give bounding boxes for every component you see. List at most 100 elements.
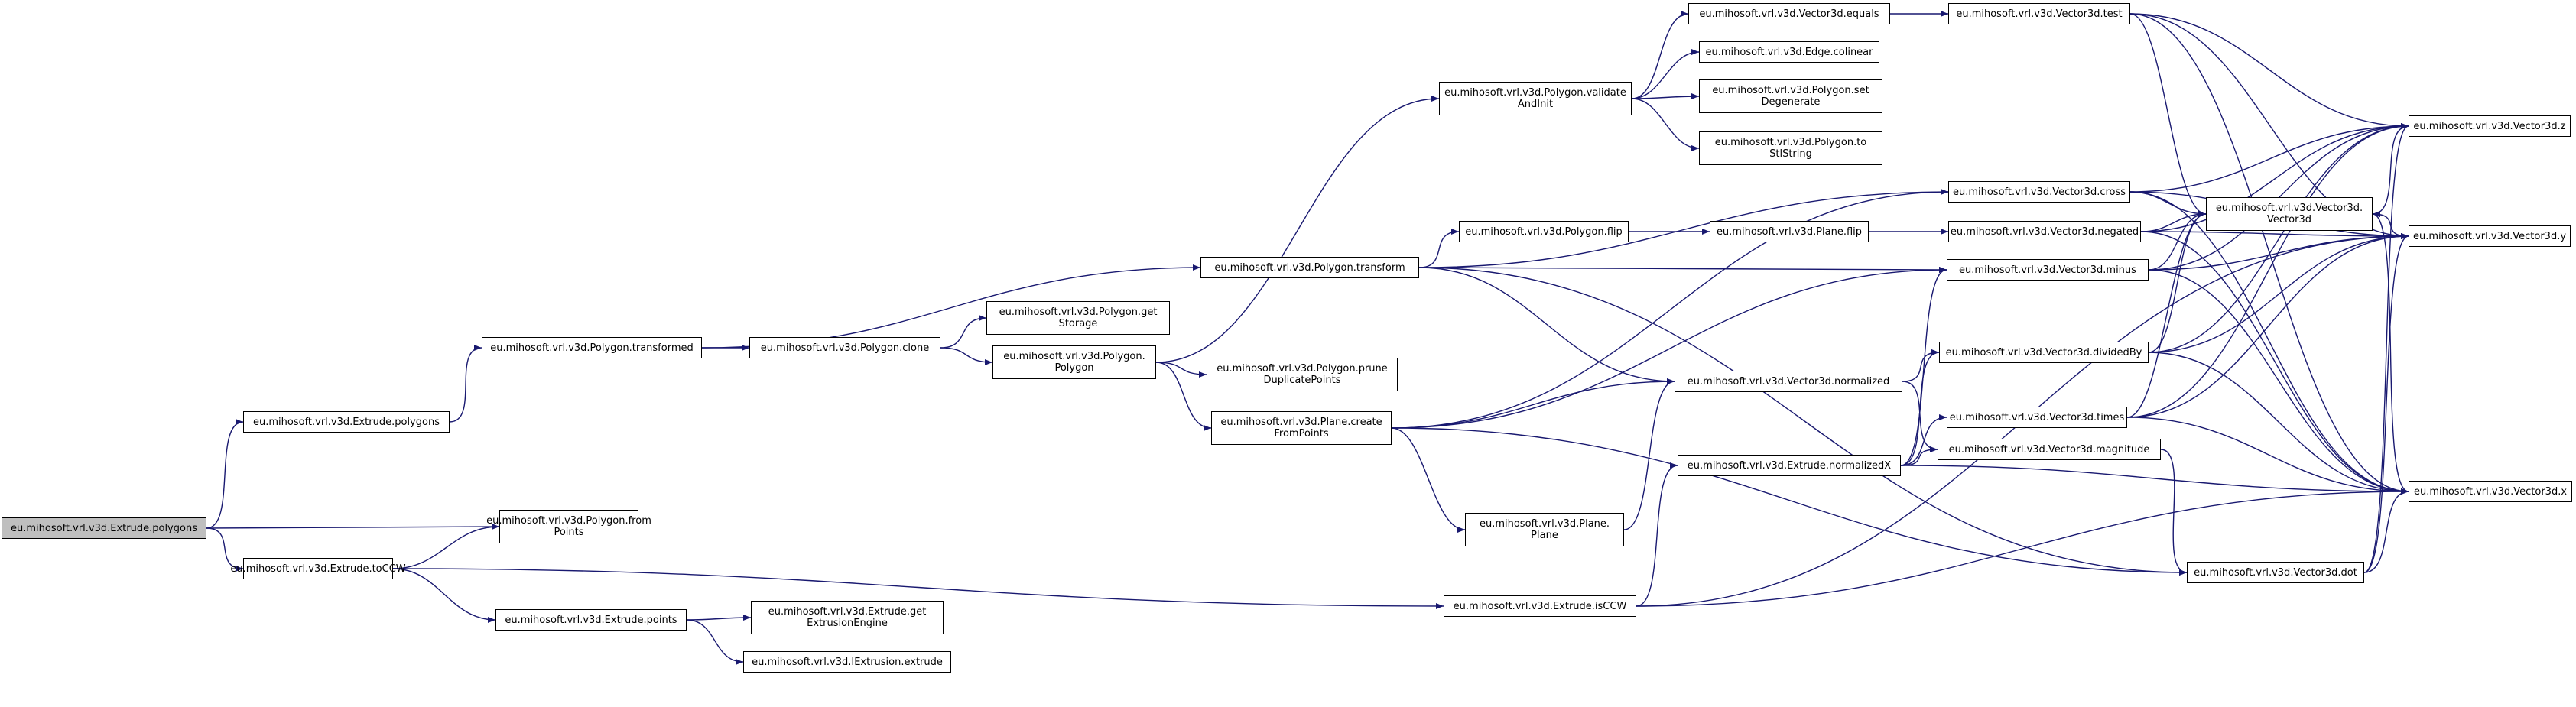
edge-negated-to-vx xyxy=(2140,231,2409,495)
edge-dividedBy-to-vy xyxy=(2148,233,2409,353)
edges-layer xyxy=(206,11,2409,665)
node-createFromPoints[interactable]: eu.mihosoft.vrl.v3d.Plane.create FromPoi… xyxy=(1211,411,1392,445)
edge-createFromPoints-to-cross xyxy=(1391,189,1949,429)
node-normalized[interactable]: eu.mihosoft.vrl.v3d.Vector3d.normalized xyxy=(1675,371,1902,392)
node-vy[interactable]: eu.mihosoft.vrl.v3d.Vector3d.y xyxy=(2409,225,2571,247)
edge-poly_ctor-to-prune xyxy=(1155,362,1207,378)
edge-isCCW-to-vx xyxy=(1636,488,2409,607)
node-negated[interactable]: eu.mihosoft.vrl.v3d.Vector3d.negated xyxy=(1948,221,2141,242)
edge-validate-to-equals xyxy=(1631,11,1689,99)
edge-negated-to-vy xyxy=(2140,231,2409,239)
node-root: eu.mihosoft.vrl.v3d.Extrude.polygons xyxy=(2,517,206,539)
node-points[interactable]: eu.mihosoft.vrl.v3d.Extrude.points xyxy=(495,609,687,631)
edge-normalizedX-to-dividedBy xyxy=(1900,349,1940,466)
edge-dot-to-vx xyxy=(2363,488,2409,573)
edge-points-to-iextrude xyxy=(686,619,744,665)
edge-minus-to-vy xyxy=(2148,233,2409,271)
edge-toCCW-to-points xyxy=(392,568,496,623)
edge-isCCW-to-normalizedX xyxy=(1636,462,1678,607)
edge-transform-to-dot xyxy=(1418,267,2188,576)
edge-normalizedX-to-vx xyxy=(1900,465,2409,495)
edge-normalizedX-to-times xyxy=(1900,414,1947,466)
edge-vz-to-vec_ctor xyxy=(2372,125,2409,217)
node-iextrude[interactable]: eu.mihosoft.vrl.v3d.IExtrusion.extrude xyxy=(743,651,951,673)
edge-test-to-vz xyxy=(2129,13,2409,129)
edge-root-to-toCCW xyxy=(206,527,244,572)
edge-times-to-vz xyxy=(2126,123,2409,418)
node-setDegenerate[interactable]: eu.mihosoft.vrl.v3d.Polygon.set Degenera… xyxy=(1699,79,1882,113)
edge-createFromPoints-to-minus xyxy=(1391,267,1947,429)
edge-toCCW-to-isCCW xyxy=(392,568,1444,609)
edge-root-to-poly_fromPoints xyxy=(206,524,500,530)
node-vx[interactable]: eu.mihosoft.vrl.v3d.Vector3d.x xyxy=(2409,481,2572,502)
node-transformed[interactable]: eu.mihosoft.vrl.v3d.Polygon.transformed xyxy=(482,337,702,358)
edge-points-to-getExtrusionEngine xyxy=(686,615,752,621)
node-colinear[interactable]: eu.mihosoft.vrl.v3d.Edge.colinear xyxy=(1699,41,1879,63)
edge-clone-to-poly_ctor xyxy=(940,347,993,365)
edge-times-to-vx xyxy=(2126,417,2409,495)
edge-test-to-vec_ctor xyxy=(2129,13,2207,217)
node-isCCW[interactable]: eu.mihosoft.vrl.v3d.Extrude.isCCW xyxy=(1444,595,1636,617)
node-getStorage[interactable]: eu.mihosoft.vrl.v3d.Polygon.get Storage xyxy=(986,301,1170,335)
edge-poly_ctor-to-validate xyxy=(1155,96,1440,363)
edge-normalized-to-dividedBy xyxy=(1902,349,1940,382)
edge-test-to-vx xyxy=(2129,13,2409,495)
edge-createFromPoints-to-dot xyxy=(1391,427,2188,576)
node-validate[interactable]: eu.mihosoft.vrl.v3d.Polygon.validate And… xyxy=(1439,82,1632,115)
node-flip[interactable]: eu.mihosoft.vrl.v3d.Polygon.flip xyxy=(1459,221,1629,242)
edge-transform-to-minus xyxy=(1418,266,1947,273)
edge-normalizedX-to-minus xyxy=(1900,267,1947,466)
edge-toCCW-to-poly_fromPoints xyxy=(392,524,500,569)
edge-validate-to-toStlString xyxy=(1631,98,1700,151)
node-minus[interactable]: eu.mihosoft.vrl.v3d.Vector3d.minus xyxy=(1947,259,2149,281)
node-plane_flip[interactable]: eu.mihosoft.vrl.v3d.Plane.flip xyxy=(1710,221,1869,242)
edge-clone-to-getStorage xyxy=(940,315,987,349)
node-test[interactable]: eu.mihosoft.vrl.v3d.Vector3d.test xyxy=(1948,3,2130,24)
edge-transform-to-cross xyxy=(1418,189,1949,268)
node-transform[interactable]: eu.mihosoft.vrl.v3d.Polygon.transform xyxy=(1200,257,1419,278)
edge-minus-to-vx xyxy=(2148,269,2409,495)
edge-normalizedX-to-magnitude xyxy=(1900,446,1938,466)
edge-createFromPoints-to-normalized xyxy=(1391,378,1675,429)
edge-validate-to-colinear xyxy=(1631,49,1700,99)
edge-cross-to-vz xyxy=(2129,123,2409,193)
edge-dividedBy-to-vec_ctor xyxy=(2148,211,2207,353)
edge-vy-to-vec_ctor xyxy=(2372,211,2409,237)
edge-dividedBy-to-vz xyxy=(2148,123,2409,353)
node-magnitude[interactable]: eu.mihosoft.vrl.v3d.Vector3d.magnitude xyxy=(1938,439,2161,460)
edge-minus-to-vec_ctor xyxy=(2148,211,2207,271)
edge-times-to-vy xyxy=(2126,233,2409,418)
edge-dot-to-vy xyxy=(2363,233,2409,573)
node-vec_ctor[interactable]: eu.mihosoft.vrl.v3d.Vector3d. Vector3d xyxy=(2206,197,2373,231)
node-times[interactable]: eu.mihosoft.vrl.v3d.Vector3d.times xyxy=(1947,407,2127,428)
node-plane_ctor[interactable]: eu.mihosoft.vrl.v3d.Plane. Plane xyxy=(1465,513,1624,546)
edge-createFromPoints-to-plane_ctor xyxy=(1391,427,1466,533)
edge-dividedBy-to-vx xyxy=(2148,352,2409,495)
edge-extrude_polygons-to-transformed xyxy=(449,345,482,423)
edge-dot-to-vz xyxy=(2363,123,2409,573)
edge-times-to-vec_ctor xyxy=(2126,211,2207,418)
edge-magnitude-to-dot xyxy=(2160,449,2188,576)
node-poly_fromPoints[interactable]: eu.mihosoft.vrl.v3d.Polygon.from Points xyxy=(486,510,651,543)
node-getExtrusionEngine[interactable]: eu.mihosoft.vrl.v3d.Extrude.get Extrusio… xyxy=(751,601,944,634)
edge-cross-to-vec_ctor xyxy=(2129,191,2207,217)
node-vz[interactable]: eu.mihosoft.vrl.v3d.Vector3d.z xyxy=(2409,115,2571,137)
edge-plane_ctor-to-normalized xyxy=(1623,378,1675,530)
edge-transform-to-normalized xyxy=(1418,267,1675,384)
node-poly_ctor[interactable]: eu.mihosoft.vrl.v3d.Polygon. Polygon xyxy=(992,345,1156,379)
edge-root-to-extrude_polygons xyxy=(206,419,244,529)
node-dot[interactable]: eu.mihosoft.vrl.v3d.Vector3d.dot xyxy=(2187,562,2364,583)
node-toStlString[interactable]: eu.mihosoft.vrl.v3d.Polygon.to StlString xyxy=(1699,131,1882,165)
edge-cross-to-vx xyxy=(2129,191,2409,495)
node-toCCW[interactable]: eu.mihosoft.vrl.v3d.Extrude.toCCW xyxy=(230,558,406,579)
node-clone[interactable]: eu.mihosoft.vrl.v3d.Polygon.clone xyxy=(749,337,940,358)
node-equals[interactable]: eu.mihosoft.vrl.v3d.Vector3d.equals xyxy=(1688,3,1890,24)
edge-vx-to-vec_ctor xyxy=(2372,211,2409,492)
node-prune[interactable]: eu.mihosoft.vrl.v3d.Polygon.prune Duplic… xyxy=(1207,358,1398,391)
node-cross[interactable]: eu.mihosoft.vrl.v3d.Vector3d.cross xyxy=(1948,181,2130,203)
node-normalizedX[interactable]: eu.mihosoft.vrl.v3d.Extrude.normalizedX xyxy=(1678,455,1901,476)
node-extrude_polygons[interactable]: eu.mihosoft.vrl.v3d.Extrude.polygons xyxy=(243,411,450,433)
node-dividedBy[interactable]: eu.mihosoft.vrl.v3d.Vector3d.dividedBy xyxy=(1939,342,2149,363)
edge-validate-to-setDegenerate xyxy=(1631,93,1700,100)
